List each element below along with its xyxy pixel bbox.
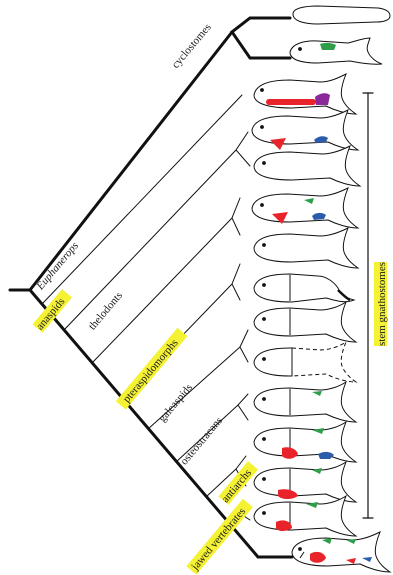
fork-galeaspids-a xyxy=(232,264,240,300)
fish-thelodont xyxy=(254,146,360,186)
fork-galeaspids-b xyxy=(240,330,248,362)
fish-lamprey xyxy=(290,38,382,64)
fish-galeaspid-2 xyxy=(254,302,356,342)
fish-galeaspid-3 xyxy=(254,342,356,382)
fish-pteraspid-1 xyxy=(252,188,358,228)
fish-antiarch-2 xyxy=(254,462,356,502)
label-pteraspidomorphs: pteraspidomorphs xyxy=(121,337,181,405)
label-galeaspids: galeaspids xyxy=(156,382,195,425)
fork-anaspids xyxy=(236,132,250,166)
cyclostome-backbone xyxy=(30,32,232,290)
label-thelodonts: thelodonts xyxy=(86,290,125,333)
fish-euphanerops xyxy=(254,74,356,114)
fish-anaspid xyxy=(252,110,358,150)
fish-silhouettes xyxy=(252,6,390,572)
label-jawed-vertebrates: jawed vertebrates xyxy=(189,506,249,574)
fork-osteostracans xyxy=(238,394,248,420)
fish-antiarch-1 xyxy=(254,422,356,462)
fish-galeaspid-1 xyxy=(254,274,354,302)
label-osteostracans: osteostracans xyxy=(178,415,225,468)
fish-placoderm xyxy=(254,496,356,536)
fish-gnathostome xyxy=(292,532,390,572)
label-antiarchs: antiarchs xyxy=(219,467,254,505)
branch-euphanerops xyxy=(42,95,242,304)
fork-pteraspids xyxy=(232,198,240,235)
fish-hagfish xyxy=(293,6,390,24)
fish-pteraspid-2 xyxy=(254,228,358,268)
branch-thelodonts xyxy=(92,218,232,363)
cyclostome-fork xyxy=(232,18,290,58)
label-euphanerops: Euphanerops xyxy=(34,240,81,293)
label-stem-gnathostomes: stem gnathostomes xyxy=(376,262,388,346)
fish-osteostracan xyxy=(254,382,356,422)
